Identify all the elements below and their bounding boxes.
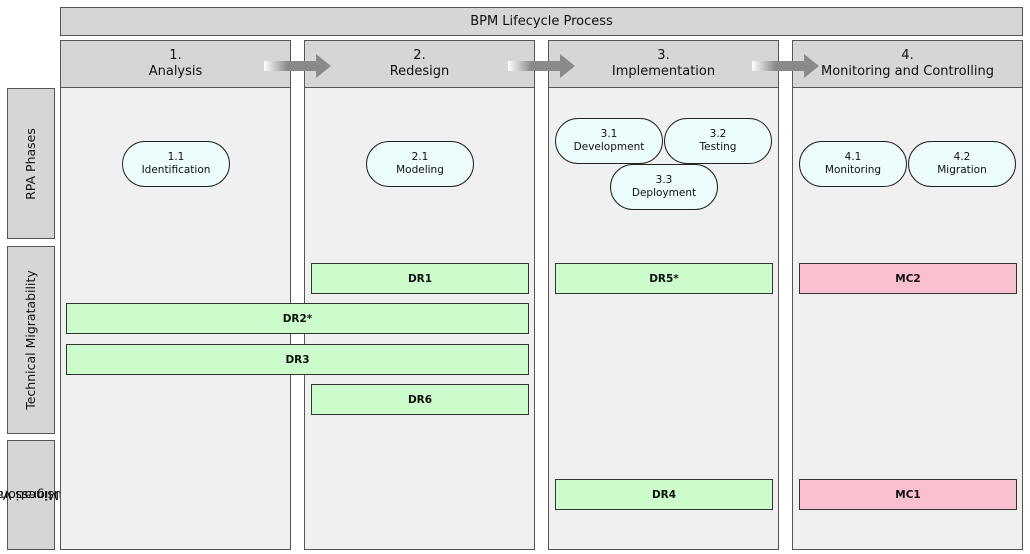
row-header-rpa-phases: RPA Phases bbox=[7, 88, 55, 239]
phase-name: Development bbox=[573, 141, 645, 153]
column-monitoring-and-controlling: 4. Monitoring and Controlling bbox=[792, 40, 1023, 550]
column-redesign: 2. Redesign bbox=[304, 40, 535, 550]
requirement-bar-dr1: DR1 bbox=[311, 263, 529, 294]
phase-number: 1.1 bbox=[167, 151, 185, 163]
row-header-label-wrap: Business Value of Migration bbox=[0, 448, 76, 541]
phase-name: Deployment bbox=[631, 187, 697, 199]
requirement-label: DR3 bbox=[285, 353, 310, 366]
phase-number: 2.1 bbox=[411, 151, 429, 163]
arrow-right-icon bbox=[264, 54, 331, 78]
requirement-label: DR5* bbox=[649, 272, 679, 285]
phase-number: 4.2 bbox=[953, 151, 971, 163]
row-header-technical-migratability: Technical Migratability bbox=[7, 246, 55, 434]
requirement-bar-dr4: DR4 bbox=[555, 479, 773, 510]
requirement-bar-dr3: DR3 bbox=[66, 344, 529, 375]
phase-name: Modeling bbox=[396, 164, 444, 176]
phase-monitoring: 4.1 Monitoring bbox=[799, 141, 907, 187]
phase-testing: 3.2 Testing bbox=[664, 118, 772, 164]
phase-modeling: 2.1 Modeling bbox=[366, 141, 474, 187]
column-analysis: 1. Analysis bbox=[60, 40, 291, 550]
diagram-title: BPM Lifecycle Process bbox=[60, 7, 1023, 36]
column-name: Analysis bbox=[148, 64, 203, 79]
phase-number: 3.1 bbox=[600, 128, 618, 140]
requirement-label: MC1 bbox=[895, 488, 921, 501]
requirement-bar-dr2: DR2* bbox=[66, 303, 529, 334]
requirement-label: DR4 bbox=[651, 488, 677, 501]
column-implementation: 3. Implementation bbox=[548, 40, 779, 550]
column-name: Implementation bbox=[611, 64, 716, 79]
phase-development: 3.1 Development bbox=[555, 118, 663, 164]
phase-number: 4.1 bbox=[844, 151, 862, 163]
column-number: 3. bbox=[657, 48, 670, 63]
arrow-right-icon bbox=[752, 54, 819, 78]
phase-name: Migration bbox=[937, 164, 987, 176]
phase-identification: 1.1 Identification bbox=[122, 141, 230, 187]
column-header: 3. Implementation bbox=[549, 41, 778, 88]
requirement-label: DR6 bbox=[407, 393, 433, 406]
diagram-title-text: BPM Lifecycle Process bbox=[470, 14, 613, 29]
arrow-right-icon bbox=[508, 54, 575, 78]
column-header: 2. Redesign bbox=[305, 41, 534, 88]
requirement-label: DR2* bbox=[282, 312, 313, 325]
phase-migration: 4.2 Migration bbox=[908, 141, 1016, 187]
column-number: 2. bbox=[413, 48, 426, 63]
phase-name: Testing bbox=[699, 141, 737, 153]
requirement-label: DR1 bbox=[407, 272, 433, 285]
column-header: 4. Monitoring and Controlling bbox=[793, 41, 1022, 88]
row-header-label: RPA Phases bbox=[23, 127, 39, 200]
column-header: 1. Analysis bbox=[61, 41, 290, 88]
column-number: 4. bbox=[901, 48, 914, 63]
requirement-label: MC2 bbox=[895, 272, 921, 285]
column-number: 1. bbox=[169, 48, 182, 63]
phase-deployment: 3.3 Deployment bbox=[610, 164, 718, 210]
column-name: Redesign bbox=[389, 64, 450, 79]
row-header-business-value: Business Value of Migration bbox=[0, 440, 76, 550]
phase-name: Identification bbox=[141, 164, 211, 176]
phase-name: Monitoring bbox=[824, 164, 882, 176]
row-header-label: Technical Migratability bbox=[23, 270, 39, 410]
column-name: Monitoring and Controlling bbox=[821, 64, 994, 79]
requirement-bar-dr6: DR6 bbox=[311, 384, 529, 415]
requirement-bar-mc1: MC1 bbox=[799, 479, 1017, 510]
requirement-bar-dr5: DR5* bbox=[555, 263, 773, 294]
phase-number: 3.2 bbox=[709, 128, 727, 140]
phase-number: 3.3 bbox=[655, 174, 673, 186]
requirement-bar-mc2: MC2 bbox=[799, 263, 1017, 294]
